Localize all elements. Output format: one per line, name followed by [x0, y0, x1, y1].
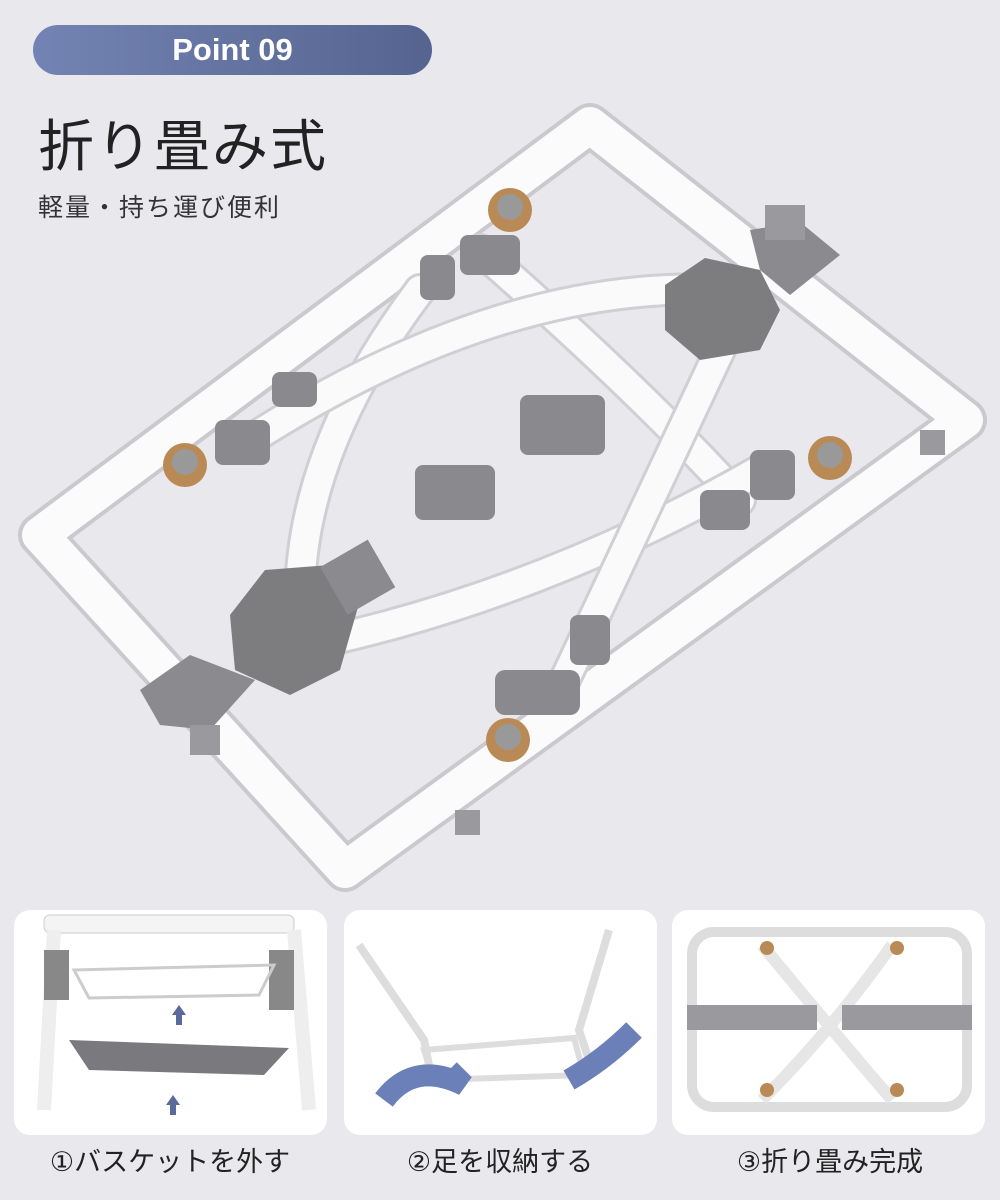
subtitle: 軽量・持ち運び便利: [38, 193, 282, 222]
hub-left: [140, 539, 396, 730]
folded-frame-illustration: [687, 927, 972, 1112]
hub-right: [665, 222, 840, 360]
page-title: 折り畳み式: [38, 115, 328, 180]
folded-frame-image: [18, 103, 987, 892]
joint-clips: [190, 205, 945, 835]
step-1-panel: [14, 910, 327, 1135]
point-badge: Point 09: [33, 25, 432, 75]
step-3-panel: [672, 910, 985, 1135]
basket-removal-illustration: [37, 914, 316, 1115]
outer-frame: [18, 103, 987, 892]
wheels: [163, 188, 852, 762]
step-1-caption: ①バスケットを外す: [49, 1147, 291, 1178]
step-3-caption: ③折り畳み完成: [736, 1147, 924, 1178]
step-2-caption: ②足を収納する: [406, 1147, 594, 1178]
step-2-panel: [344, 910, 657, 1135]
fold-legs-illustration: [355, 928, 642, 1108]
